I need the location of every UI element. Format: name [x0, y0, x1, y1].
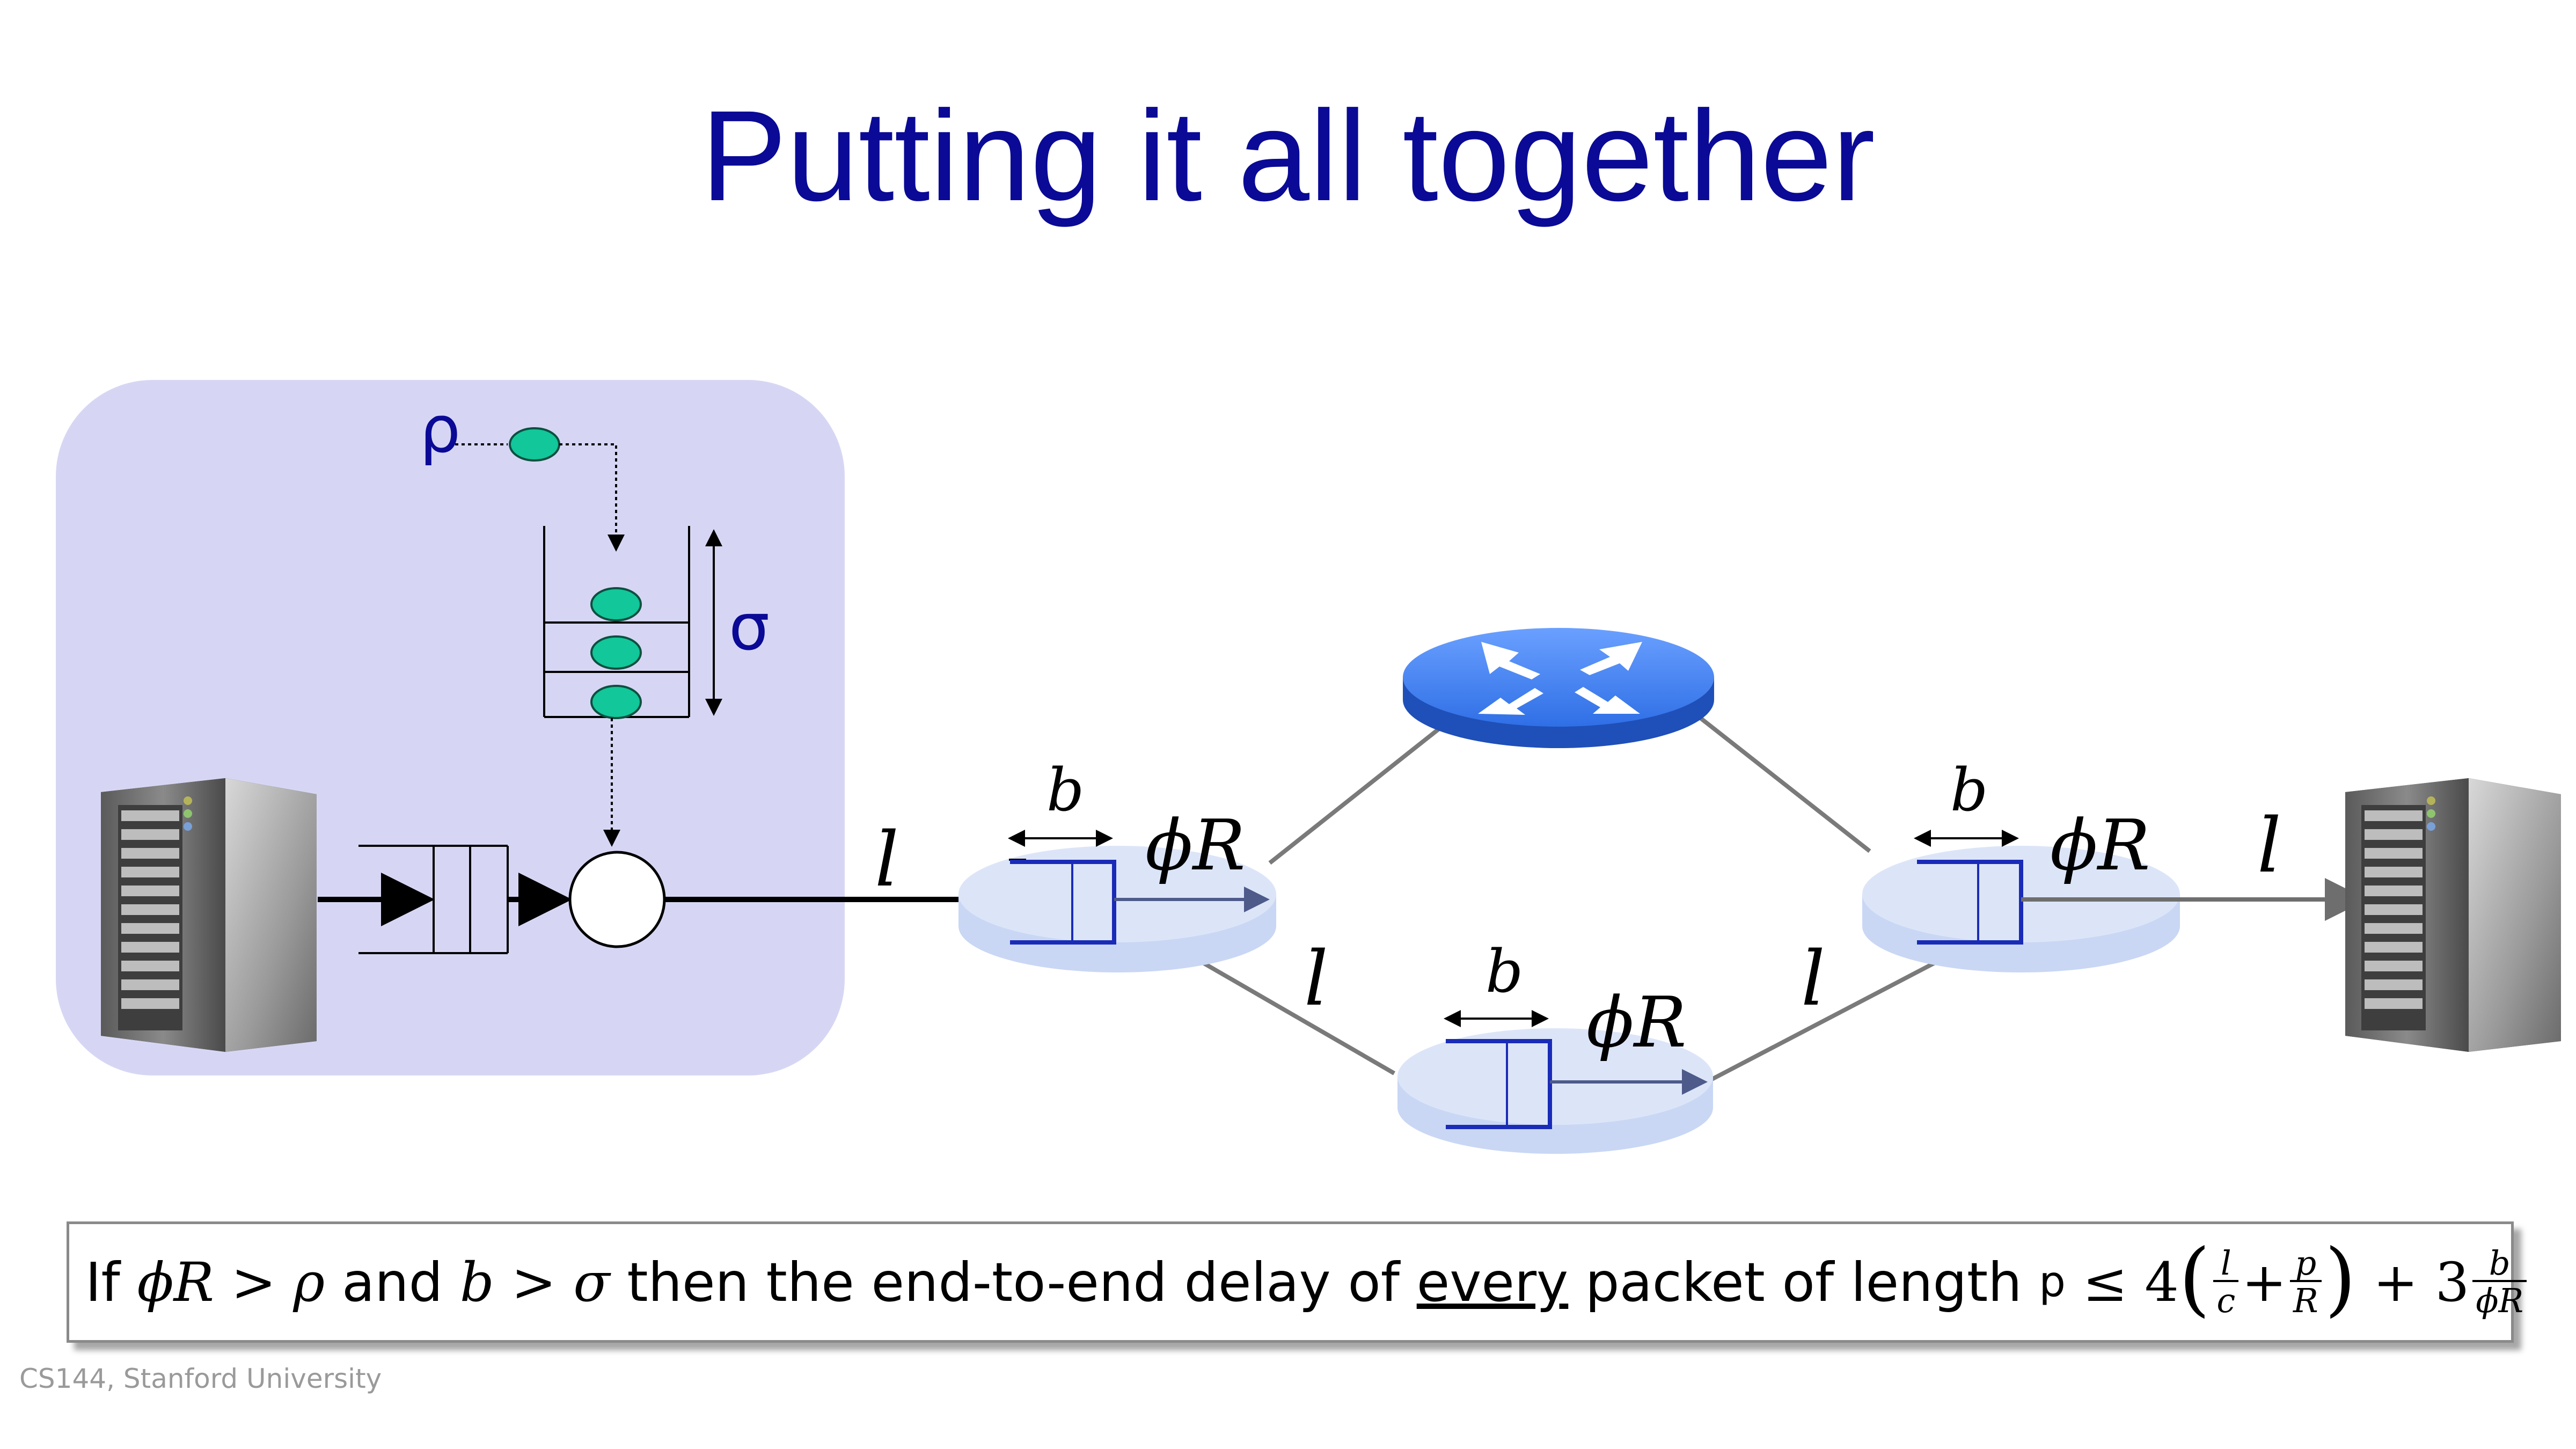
delay-bound-statement: If ϕR > ρ and b > σ then the end-to-end …: [67, 1221, 2527, 1343]
router-top-icon: [1403, 628, 1714, 748]
router-left-buffer-label: b: [1046, 756, 1084, 824]
statement-frac-l-over-c: l c: [2213, 1247, 2239, 1318]
statement-then-text: then the end-to-end delay of: [627, 1250, 1400, 1314]
router-bottom-rate-label: ϕR: [1586, 982, 1687, 1063]
token-icon: [590, 635, 642, 670]
router-left-rate-label: ϕR: [1145, 804, 1246, 886]
statement-phiR: ϕR: [137, 1250, 214, 1314]
router-right-rate-label: ϕR: [2050, 804, 2150, 886]
token-gate-circle: [568, 851, 666, 948]
network-links: [1187, 715, 1952, 1082]
statement-gt-2: >: [511, 1250, 557, 1314]
link-label-2: l: [1304, 935, 1328, 1023]
statement-four: 4: [2145, 1250, 2179, 1314]
token-icon: [590, 685, 642, 719]
statement-sigma: σ: [573, 1250, 610, 1314]
statement-three: 3: [2435, 1250, 2470, 1314]
statement-and: and: [341, 1250, 443, 1314]
statement-every: every: [1416, 1250, 1569, 1314]
source-server-icon: [101, 778, 317, 1052]
statement-p: p: [2039, 1258, 2066, 1306]
statement-plus-2: +: [2373, 1250, 2418, 1314]
statement-b: b: [459, 1250, 494, 1314]
router-bottom-buffer-label: b: [1485, 937, 1523, 1006]
link-label-4: l: [2257, 802, 2281, 890]
statement-plus-1: +: [2242, 1250, 2287, 1314]
slide-footer: CS144, Stanford University: [19, 1363, 382, 1394]
statement-tail-text: packet of length: [1585, 1250, 2022, 1314]
router-left: [958, 846, 1276, 972]
link-label-1: l: [875, 816, 899, 904]
statement-close-paren: ): [2324, 1232, 2357, 1326]
destination-server-icon: [2345, 778, 2561, 1052]
statement-open-paren: (: [2178, 1232, 2211, 1326]
router-left-queue: [1010, 860, 1116, 945]
bucket-depth-label: σ: [729, 590, 770, 665]
input-queue: [358, 845, 509, 954]
slide-title: Putting it all together: [700, 84, 1875, 228]
statement-rho: ρ: [293, 1250, 325, 1314]
statement-le: ≤: [2082, 1250, 2128, 1314]
router-bottom-queue: [1446, 1039, 1552, 1129]
token-icon: [590, 587, 642, 621]
statement-frac-b-over-phiR: b ϕR: [2472, 1247, 2527, 1318]
statement-if: If: [85, 1250, 120, 1314]
token-into-bucket-line: [559, 443, 625, 552]
router-right-buffer-label: b: [1950, 756, 1988, 824]
token-rate-label: ρ: [420, 393, 460, 467]
router-bottom: [1397, 1028, 1713, 1154]
token-icon: [509, 427, 560, 462]
statement-gt-1: >: [231, 1250, 276, 1314]
router-right-queue: [1917, 860, 2023, 945]
link-label-3: l: [1801, 935, 1825, 1023]
statement-frac-p-over-R: p R: [2289, 1247, 2322, 1318]
